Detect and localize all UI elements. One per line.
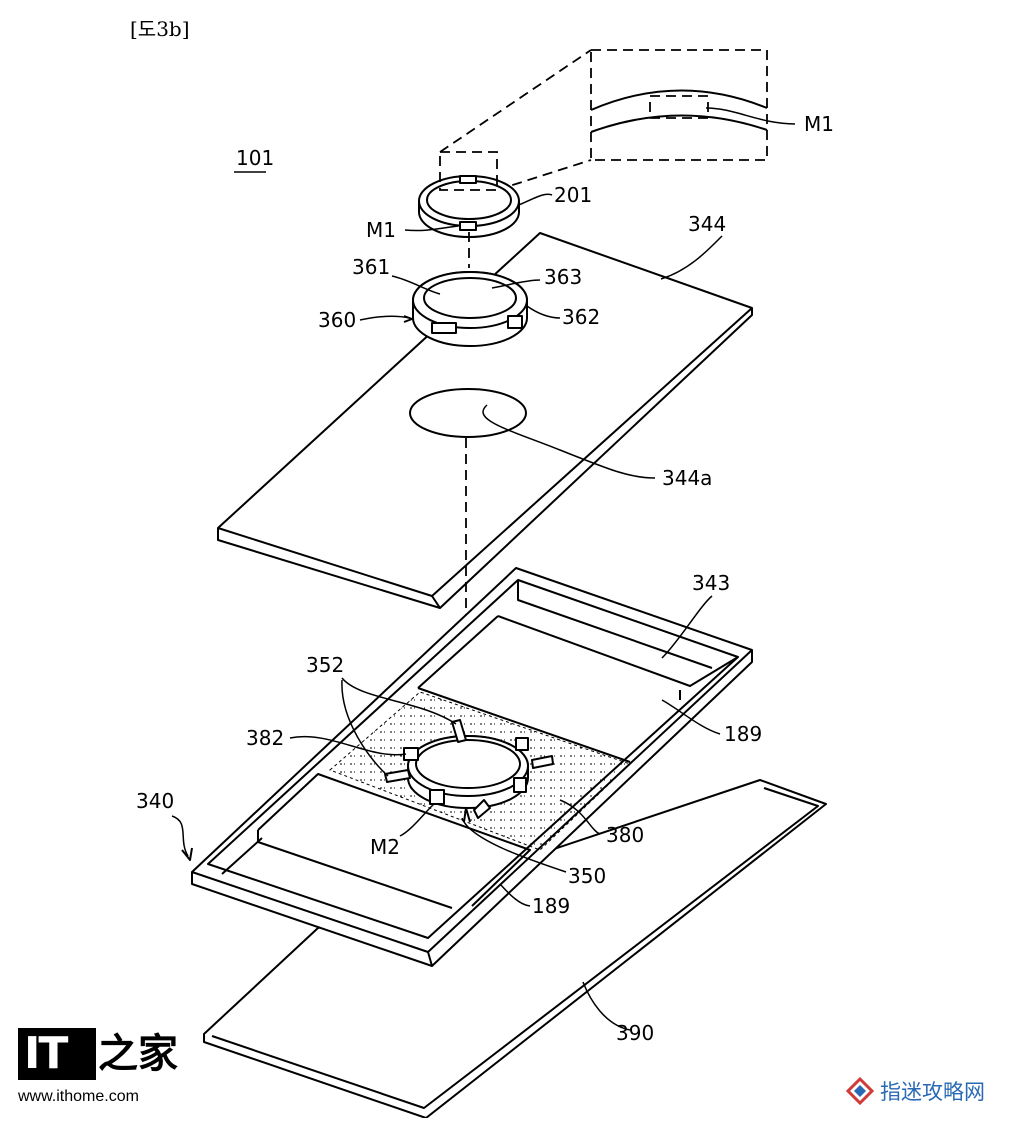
ring-363-label: 363 — [544, 265, 582, 289]
magnified-detail — [590, 49, 796, 161]
layer-380-label: 380 — [606, 823, 644, 847]
m1-detail-box — [649, 95, 709, 119]
ring-360-label: 360 — [318, 308, 356, 332]
plate-390-label: 390 — [616, 1021, 654, 1045]
m2-label: M2 — [370, 835, 400, 859]
ithome-logo-box — [18, 1028, 96, 1080]
ring-201 — [418, 151, 520, 238]
assembly-ref-label: 101 — [236, 146, 274, 170]
ring-362-label: 362 — [562, 305, 600, 329]
right-watermark-text: 指迷攻略网 — [880, 1080, 985, 1104]
ring-201-label: 201 — [554, 183, 592, 207]
part-189-right-label: 189 — [724, 722, 762, 746]
ring-360 — [412, 271, 528, 347]
plate-344-label: 344 — [688, 212, 726, 236]
ithome-url: www.ithome.com — [18, 1088, 139, 1105]
ring-350 — [384, 719, 554, 819]
detail-box — [590, 49, 768, 161]
part-382-label: 382 — [246, 726, 284, 750]
right-watermark: 指迷攻略网 — [846, 1076, 985, 1106]
ring-361-label: 361 — [352, 255, 390, 279]
frame-340-label: 340 — [136, 789, 174, 813]
m1-ring-label: M1 — [366, 218, 396, 242]
ithome-logo-text: IT — [24, 1028, 68, 1079]
plate-344 — [217, 232, 753, 609]
part-189-bottom-label: 189 — [532, 894, 570, 918]
diamond-logo-icon — [846, 1077, 874, 1105]
frame-343-label: 343 — [692, 571, 730, 595]
part-350-label: 350 — [568, 864, 606, 888]
part-352-label: 352 — [306, 653, 344, 677]
ithome-logo-cn: 之家 — [98, 1031, 178, 1077]
figure-caption: [도3b] — [130, 17, 190, 41]
hole-344a-label: 344a — [662, 466, 712, 490]
m1-detail-label: M1 — [804, 112, 834, 136]
